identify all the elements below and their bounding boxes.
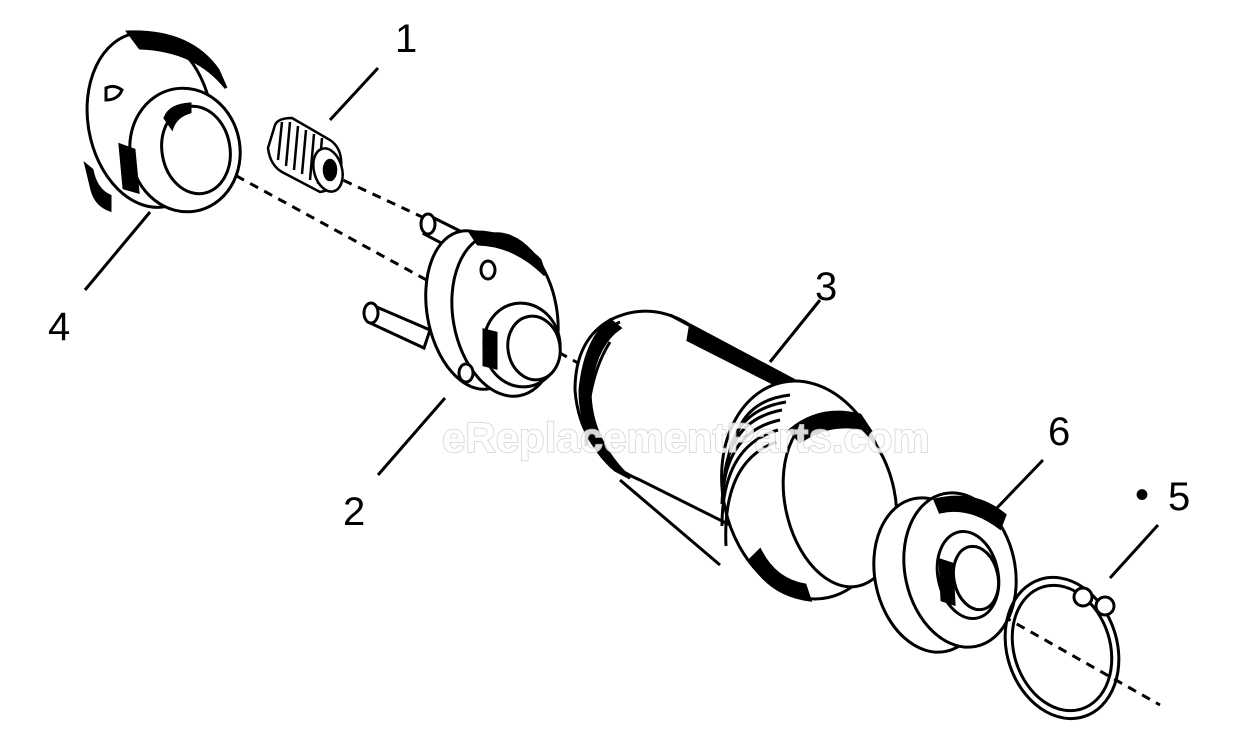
callout-1: 1 [395, 17, 417, 61]
callout-6: 6 [1048, 410, 1070, 454]
part-2-pinned-hub [362, 212, 562, 398]
callout-3: 3 [815, 265, 837, 309]
leader-lines [83, 66, 1160, 580]
part-1-spline-gear [266, 116, 344, 194]
callout-5-marker: • [1135, 473, 1149, 517]
part-5-retaining-ring [1003, 575, 1121, 721]
part-3-threaded-sleeve [573, 309, 899, 602]
callout-2: 2 [343, 490, 365, 534]
watermark: eReplacementParts.com [442, 414, 930, 461]
callout-4: 4 [48, 305, 70, 349]
callout-5: 5 [1168, 475, 1190, 519]
part-4-flanged-bushing [83, 30, 242, 214]
part-6-bearing [872, 491, 1018, 654]
